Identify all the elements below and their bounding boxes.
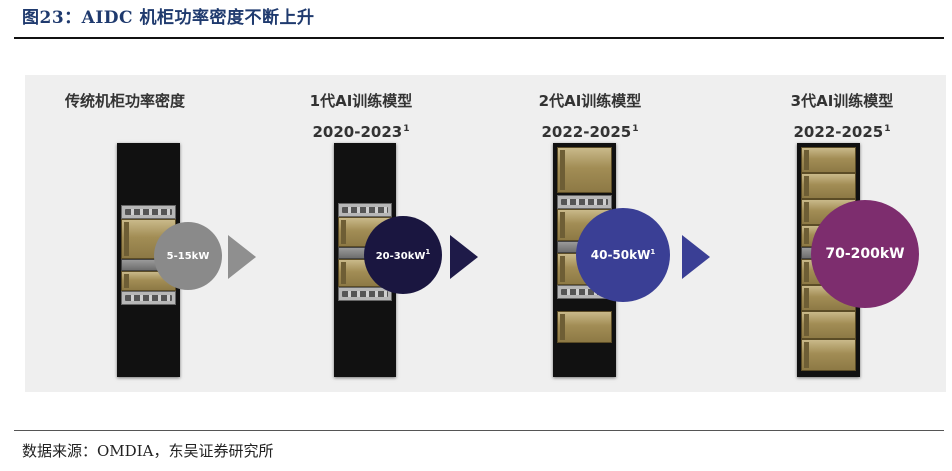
- column-3-title-line2: 2022-20251: [541, 123, 639, 141]
- rack-fan-tray: [338, 287, 392, 301]
- power-label-gen2: 40-50kW1: [590, 248, 656, 262]
- power-label-gen1: 20-30kW1: [375, 248, 431, 262]
- bottom-rule: [14, 430, 944, 431]
- column-1-title-line1: 传统机柜功率密度: [64, 92, 185, 110]
- rack-server-module: [557, 147, 612, 193]
- power-circle-traditional: 5-15kW: [154, 222, 222, 290]
- rack-fan-tray: [557, 195, 612, 209]
- column-4-title-line2: 2022-20251: [793, 123, 891, 141]
- progression-arrow-2: [450, 235, 478, 279]
- rack-server-module: [801, 339, 856, 371]
- column-2-title: 1代AI训练模型 2020-20231: [256, 87, 466, 146]
- column-4-title-line1: 3代AI训练模型: [790, 92, 894, 110]
- rack-fan-tray: [338, 203, 392, 217]
- power-circle-gen2: 40-50kW1: [576, 208, 670, 302]
- column-2-title-line2: 2020-20231: [312, 123, 410, 141]
- progression-arrow-1: [228, 235, 256, 279]
- power-label-traditional: 5-15kW: [166, 250, 210, 262]
- column-1-title: 传统机柜功率密度: [20, 87, 230, 115]
- rack-server-module: [801, 147, 856, 173]
- power-circle-gen1: 20-30kW1: [364, 216, 442, 294]
- rack-fan-tray: [121, 205, 176, 219]
- rack-server-module: [801, 311, 856, 339]
- rack-fan-tray: [121, 291, 176, 305]
- power-circle-gen3: 70-200kW: [811, 200, 919, 308]
- column-4-title: 3代AI训练模型 2022-20251: [737, 87, 947, 146]
- figure-title: 图23：AIDC 机柜功率密度不断上升: [22, 8, 315, 28]
- rack-server-module: [557, 311, 612, 343]
- power-label-gen3: 70-200kW: [825, 246, 905, 262]
- source-note: 数据来源：OMDIA，东吴证券研究所: [22, 442, 274, 460]
- column-3-title: 2代AI训练模型 2022-20251: [485, 87, 695, 146]
- rack-server-module: [801, 173, 856, 199]
- top-rule: [14, 37, 944, 39]
- progression-arrow-3: [682, 235, 710, 279]
- column-2-title-line1: 1代AI训练模型: [309, 92, 413, 110]
- column-3-title-line1: 2代AI训练模型: [538, 92, 642, 110]
